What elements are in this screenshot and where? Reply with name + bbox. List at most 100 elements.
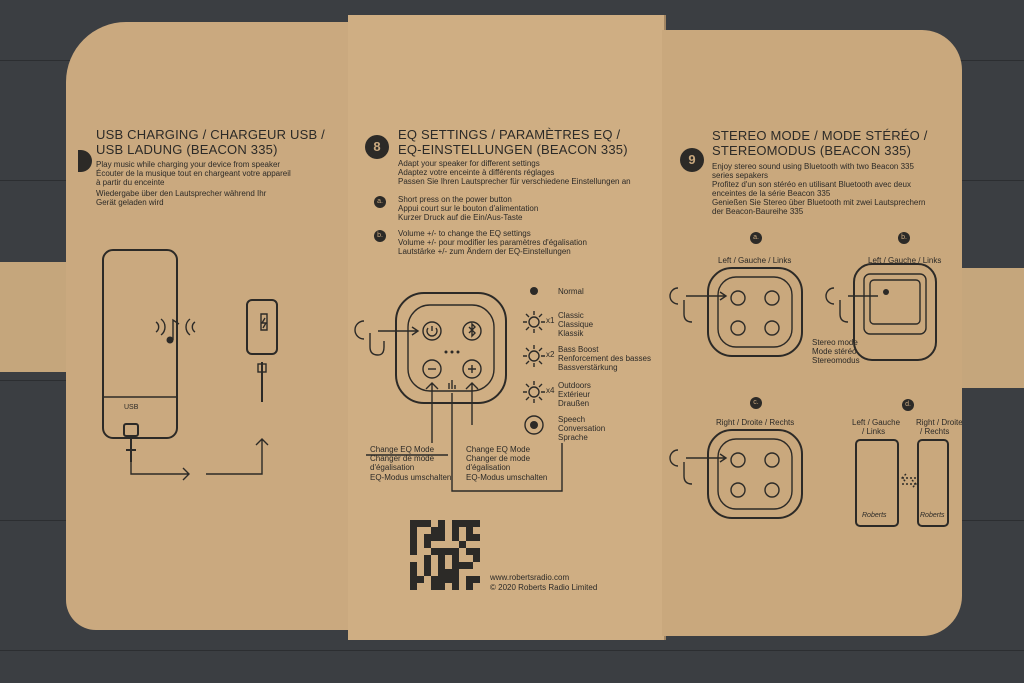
qr-module	[466, 569, 473, 576]
qr-module	[459, 583, 466, 590]
qr-module	[452, 520, 459, 527]
qr-module	[473, 576, 480, 583]
qr-module	[459, 548, 466, 555]
qr-module	[466, 562, 473, 569]
qr-module	[466, 520, 473, 527]
marker-b: b.	[898, 232, 910, 244]
d-left-label: Left / Gauche	[852, 418, 901, 427]
stereo-desc: Enjoy stereo sound using Bluetooth with …	[712, 162, 914, 171]
qr-module	[424, 576, 431, 583]
qr-module	[459, 555, 466, 562]
mode-speech: Sprache	[558, 433, 588, 442]
step-number: 8	[365, 135, 389, 159]
qr-module	[438, 576, 445, 583]
qr-module	[431, 576, 438, 583]
qr-module	[438, 569, 445, 576]
qr-module	[410, 527, 417, 534]
qr-module	[431, 562, 438, 569]
usb-desc: Gerät geladen wird	[96, 198, 164, 207]
d-right-label: Right / Droite	[916, 418, 962, 427]
eq-title-1: EQ SETTINGS / PARAMÈTRES EQ /	[398, 127, 621, 142]
qr-module	[424, 555, 431, 562]
qr-module	[431, 555, 438, 562]
mode-count: x2	[546, 350, 555, 359]
qr-module	[459, 520, 466, 527]
qr-module	[424, 583, 431, 590]
mode-outdoors: Extérieur	[558, 390, 591, 399]
mode-classic: Klassik	[558, 329, 584, 338]
qr-module	[452, 569, 459, 576]
qr-module	[438, 520, 445, 527]
qr-module	[473, 562, 480, 569]
stereo-desc: der Beacon-Baureihe 335	[712, 207, 804, 216]
eq-mode-icons	[523, 311, 545, 435]
qr-module	[410, 541, 417, 548]
mode-classic: Classique	[558, 320, 594, 329]
qr-module	[445, 569, 452, 576]
eq-desc: Passen Sie Ihren Lautsprecher für versch…	[398, 177, 631, 186]
stereo-mode-label: Mode stéréo	[812, 347, 857, 356]
qr-module	[431, 548, 438, 555]
mode-count: x1	[546, 316, 555, 325]
stereo-mode-label: Stereo mode	[812, 338, 858, 347]
d-left-label: / Links	[862, 427, 886, 436]
qr-module	[473, 548, 480, 555]
usb-port-label: USB	[124, 404, 139, 411]
qr-module	[445, 548, 452, 555]
right-tab	[950, 268, 1024, 388]
qr-module	[410, 583, 417, 590]
mode-speech: Conversation	[558, 424, 606, 433]
qr-module	[410, 555, 417, 562]
qr-module	[417, 534, 424, 541]
step-number: 9	[680, 148, 704, 172]
qr-module	[466, 527, 473, 534]
qr-module	[452, 555, 459, 562]
stereo-title-2: STEREOMODUS (BEACON 335)	[712, 143, 912, 158]
change-eq-right: EQ-Modus umschalten	[466, 473, 548, 482]
qr-module	[424, 520, 431, 527]
mode-bass: Bass Boost	[558, 345, 599, 354]
qr-module	[410, 534, 417, 541]
qr-module	[473, 541, 480, 548]
qr-module	[417, 583, 424, 590]
stereo-mode-label: Stereomodus	[812, 356, 860, 365]
marker-d: d.	[902, 399, 914, 411]
change-eq-right: d'égalisation	[466, 463, 511, 472]
change-eq-left: EQ-Modus umschalten	[370, 473, 452, 482]
change-eq-left: Change EQ Mode	[370, 445, 435, 454]
qr-module	[424, 569, 431, 576]
eq-b-text: Lautstärke +/- zum Ändern der EQ-Einstel…	[398, 247, 571, 256]
qr-module	[466, 583, 473, 590]
eq-desc: Adaptez votre enceinte à différents régl…	[398, 168, 555, 177]
qr-module	[473, 527, 480, 534]
mode-outdoors: Outdoors	[558, 381, 591, 390]
eq-b-text: Volume +/- pour modifier les paramètres …	[398, 238, 587, 247]
qr-module	[438, 555, 445, 562]
qr-module	[452, 541, 459, 548]
qr-module	[431, 583, 438, 590]
mode-classic: Classic	[558, 311, 584, 320]
left-label-b: Left / Gauche / Links	[868, 256, 942, 265]
qr-module	[438, 534, 445, 541]
qr-module	[459, 576, 466, 583]
qr-module	[459, 527, 466, 534]
qr-module	[466, 534, 473, 541]
qr-module	[410, 520, 417, 527]
usb-desc: Play music while charging your device fr…	[96, 160, 281, 169]
qr-module	[417, 562, 424, 569]
usb-charging-diagram	[102, 249, 278, 481]
left-label-a: Left / Gauche / Links	[718, 256, 792, 265]
eq-a-text: Short press on the power button	[398, 195, 512, 204]
qr-module	[417, 527, 424, 534]
qr-module	[417, 541, 424, 548]
qr-module	[452, 583, 459, 590]
mode-count: x4	[546, 386, 555, 395]
website: www.robertsradio.com	[490, 573, 570, 582]
qr-module	[417, 576, 424, 583]
qr-module	[431, 569, 438, 576]
qr-module	[473, 583, 480, 590]
qr-module	[445, 541, 452, 548]
qr-module	[431, 541, 438, 548]
qr-module	[445, 583, 452, 590]
qr-module	[410, 562, 417, 569]
